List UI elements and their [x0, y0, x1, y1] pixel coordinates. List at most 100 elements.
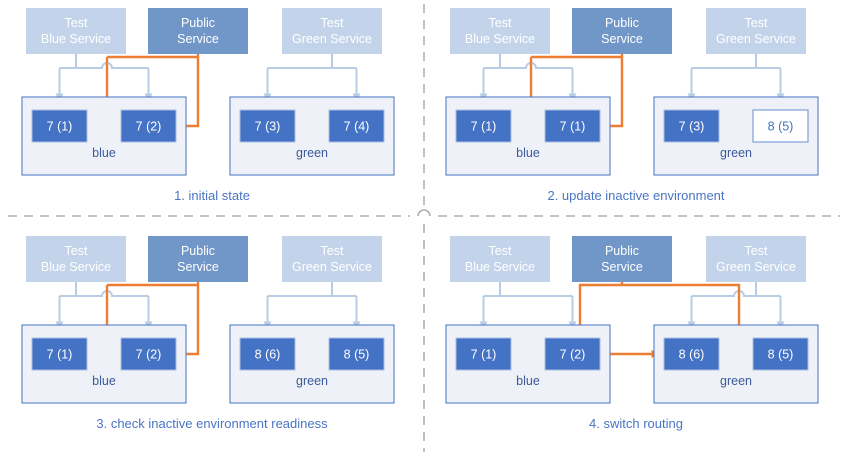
panel-caption: 4. switch routing — [589, 416, 683, 431]
service-label-line1: Public — [605, 244, 639, 258]
instance-box[interactable] — [120, 109, 177, 143]
instance-box[interactable] — [544, 337, 601, 371]
service-box[interactable] — [282, 236, 382, 282]
service-label-line1: Test — [321, 16, 344, 30]
instance-ready: 7 (3) — [663, 109, 720, 143]
public-route-to-instance-1 — [578, 283, 660, 358]
service-label-line1: Test — [65, 244, 88, 258]
instance-box[interactable] — [31, 109, 88, 143]
instance-ready: 7 (2) — [120, 109, 177, 143]
instance-ready: 7 (1) — [31, 337, 88, 371]
environment-label: green — [296, 374, 328, 388]
environment-label: blue — [92, 374, 116, 388]
service-label-line2: Blue Service — [465, 32, 535, 46]
service-box[interactable] — [148, 236, 248, 282]
service-label-line1: Public — [181, 244, 215, 258]
service-box[interactable] — [706, 236, 806, 282]
service-label-line2: Green Service — [292, 260, 372, 274]
service-label-line1: Test — [65, 16, 88, 30]
environment-label: green — [296, 146, 328, 160]
service-label-line2: Service — [601, 260, 643, 274]
instance-label: 7 (2) — [136, 348, 162, 362]
environment-label: blue — [516, 374, 540, 388]
instance-ready: 7 (1) — [455, 337, 512, 371]
test-connector-bus — [483, 62, 573, 69]
test-connector-bus — [691, 290, 781, 297]
instance-ready: 8 (6) — [239, 337, 296, 371]
service-box[interactable] — [26, 8, 126, 54]
instance-box[interactable] — [455, 109, 512, 143]
instance-box[interactable] — [31, 337, 88, 371]
service-label-line1: Test — [489, 16, 512, 30]
service-label-line2: Blue Service — [41, 32, 111, 46]
instance-box[interactable] — [328, 109, 385, 143]
service-label-line2: Green Service — [292, 32, 372, 46]
service-label-line2: Service — [177, 260, 219, 274]
service-label-line1: Public — [605, 16, 639, 30]
service-label-line2: Service — [177, 32, 219, 46]
instance-label: 7 (1) — [47, 348, 73, 362]
instance-box[interactable] — [239, 337, 296, 371]
instance-label: 7 (2) — [560, 348, 586, 362]
instance-box[interactable] — [120, 337, 177, 371]
service-label-line1: Test — [321, 244, 344, 258]
service-box[interactable] — [450, 8, 550, 54]
service-label-line2: Blue Service — [465, 260, 535, 274]
panel-caption: 1. initial state — [174, 188, 250, 203]
service-label-line1: Test — [489, 244, 512, 258]
test-connector-bus — [59, 290, 149, 297]
instance-ready: 7 (2) — [120, 337, 177, 371]
service-label-line2: Blue Service — [41, 260, 111, 274]
instance-ready: 7 (4) — [328, 109, 385, 143]
instance-box[interactable] — [455, 337, 512, 371]
instance-ready: 7 (1) — [455, 109, 512, 143]
instance-ready: 8 (5) — [328, 337, 385, 371]
instance-box[interactable] — [752, 337, 809, 371]
instance-box[interactable] — [239, 109, 296, 143]
service-box[interactable] — [148, 8, 248, 54]
environment-label: blue — [92, 146, 116, 160]
instance-box[interactable] — [752, 109, 809, 143]
service-box[interactable] — [450, 236, 550, 282]
instance-box[interactable] — [663, 337, 720, 371]
instance-box[interactable] — [328, 337, 385, 371]
instance-ready: 7 (2) — [544, 337, 601, 371]
instance-label: 7 (1) — [471, 348, 497, 362]
environment-label: green — [720, 146, 752, 160]
connector-layer — [55, 54, 361, 130]
instance-box[interactable] — [544, 109, 601, 143]
panel-caption: 3. check inactive environment readiness — [96, 416, 328, 431]
instance-ready: 8 (5) — [752, 337, 809, 371]
service-label-line1: Test — [745, 16, 768, 30]
instance-label: 7 (1) — [47, 120, 73, 134]
service-box[interactable] — [572, 8, 672, 54]
service-label-line2: Green Service — [716, 32, 796, 46]
instance-label: 7 (1) — [471, 120, 497, 134]
service-box[interactable] — [282, 8, 382, 54]
service-box[interactable] — [706, 8, 806, 54]
service-box[interactable] — [26, 236, 126, 282]
instance-box[interactable] — [663, 109, 720, 143]
divider-hop-arc — [417, 209, 431, 217]
service-box[interactable] — [572, 236, 672, 282]
environment-blue: blue 7 (1) 7 (2) — [21, 324, 187, 404]
